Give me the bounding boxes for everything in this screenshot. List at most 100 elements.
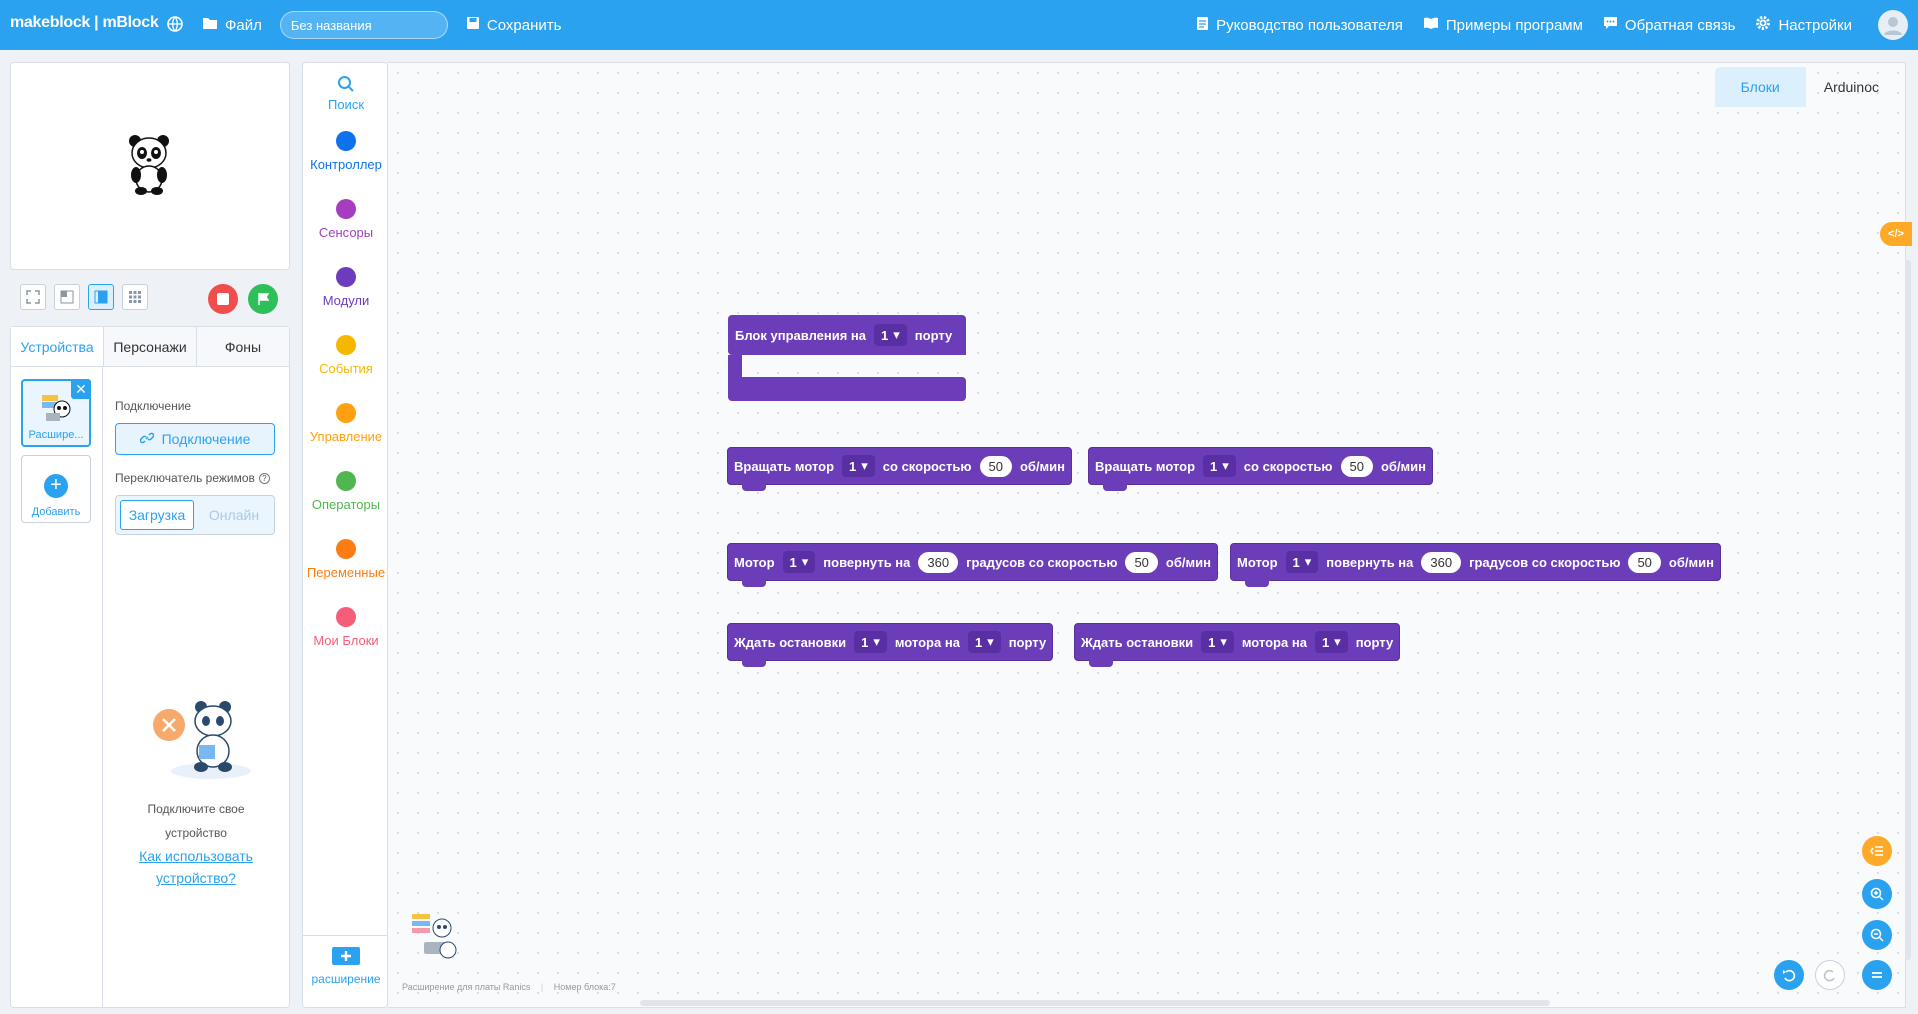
clean-up-button[interactable] — [1862, 836, 1892, 866]
port-dropdown[interactable]: 1▾ — [1314, 631, 1348, 653]
category-label: Переменные — [306, 565, 386, 580]
motor-value: 1 — [1208, 634, 1216, 650]
how-to-use-link[interactable]: Как использовать — [139, 848, 253, 864]
rotate-motor-block[interactable]: Вращать мотор 1▾ со скоростью 50 об/мин — [1088, 447, 1434, 491]
undo-button[interactable] — [1774, 960, 1804, 990]
category-dot-icon — [336, 539, 356, 559]
settings-menu[interactable]: Настройки — [1755, 15, 1852, 35]
category-modules[interactable]: Модули — [303, 267, 389, 308]
port-value: 1 — [1321, 634, 1330, 650]
tab-blocks[interactable]: Блоки — [1714, 67, 1806, 107]
tab-sprites[interactable]: Персонажи — [104, 327, 197, 366]
help-icon[interactable]: ? — [258, 472, 270, 484]
chat-bubble-icon — [1603, 16, 1618, 34]
speed-input[interactable]: 50 — [1125, 551, 1158, 573]
folder-icon — [202, 16, 218, 34]
upload-mode-toggle[interactable]: Загрузка — [120, 500, 194, 530]
device-card[interactable]: ✕ Расшире... — [21, 379, 91, 447]
port-value: 1 — [974, 634, 983, 650]
turn-motor-block[interactable]: Мотор 1▾ повернуть на 360 градусов со ск… — [1230, 543, 1721, 587]
degrees-input[interactable]: 360 — [1421, 551, 1462, 573]
device-panel-tabs: Устройства Персонажи Фоны — [11, 327, 289, 367]
close-icon[interactable]: ✕ — [71, 379, 91, 399]
category-controller[interactable]: Контроллер — [303, 131, 389, 172]
tab-arduino-code[interactable]: Arduinoc — [1823, 79, 1879, 95]
motor-dropdown[interactable]: 1▾ — [1201, 631, 1234, 653]
mode-switch-row: Переключатель режимов ? — [115, 471, 277, 485]
add-device-button[interactable]: + Добавить — [21, 455, 91, 523]
extension-button[interactable]: расширение — [303, 935, 389, 1007]
language-globe-icon[interactable] — [166, 15, 184, 36]
tab-devices[interactable]: Устройства — [11, 327, 104, 366]
horizontal-scrollbar[interactable] — [640, 1000, 1550, 1006]
connect-hint: Подключите свое устройство Как использов… — [115, 797, 277, 889]
zoom-out-icon — [1870, 928, 1884, 942]
motor-dropdown[interactable]: 1▾ — [1285, 551, 1319, 573]
stop-button[interactable] — [208, 284, 238, 314]
motor-dropdown[interactable]: 1▾ — [854, 631, 887, 653]
tab-backdrops[interactable]: Фоны — [197, 327, 289, 366]
category-dot-icon — [336, 131, 356, 151]
live-mode-toggle[interactable]: Онлайн — [208, 507, 260, 523]
vertical-scrollbar[interactable] — [1905, 260, 1911, 960]
feedback-link[interactable]: Обратная связь — [1603, 16, 1735, 34]
top-bar: makeblock | mBlock Файл Сохранить Руково… — [0, 0, 1918, 50]
add-device-label: Добавить — [31, 506, 81, 518]
category-my-blocks[interactable]: Мои Блоки — [303, 607, 389, 648]
motor-dropdown[interactable]: 1▾ — [1203, 455, 1236, 477]
project-name-input[interactable] — [279, 11, 448, 39]
grid-view-button[interactable] — [122, 284, 148, 310]
examples-link[interactable]: Примеры программ — [1423, 16, 1583, 34]
block-text: порту — [1008, 634, 1047, 650]
turn-motor-block[interactable]: Мотор 1▾ повернуть на 360 градусов со ск… — [727, 543, 1218, 587]
zoom-reset-button[interactable] — [1862, 960, 1892, 990]
block-text: мотора на — [1241, 634, 1307, 650]
code-view-toggle[interactable]: </> — [1880, 222, 1912, 246]
speed-input[interactable]: 50 — [1340, 455, 1373, 477]
category-label: Управление — [309, 429, 383, 444]
small-stage-button[interactable] — [54, 284, 80, 310]
green-flag-button[interactable] — [248, 284, 278, 314]
normal-stage-button[interactable] — [88, 284, 114, 310]
block-text: градусов со скоростью — [966, 554, 1118, 570]
rotate-motor-block[interactable]: Вращать мотор 1▾ со скоростью 50 об/мин — [727, 447, 1073, 491]
connect-button[interactable]: Подключение — [115, 423, 275, 455]
connect-button-label: Подключение — [161, 431, 251, 447]
gear-icon — [1755, 15, 1771, 35]
redo-button[interactable] — [1815, 960, 1845, 990]
degrees-input[interactable]: 360 — [918, 551, 959, 573]
user-avatar[interactable] — [1878, 10, 1908, 40]
zoom-out-button[interactable] — [1862, 920, 1892, 950]
category-sensors[interactable]: Сенсоры — [303, 199, 389, 240]
file-menu[interactable]: Файл — [202, 16, 262, 34]
fullscreen-button[interactable] — [20, 284, 46, 310]
port-dropdown[interactable]: 1▾ — [874, 324, 907, 346]
how-to-use-link-device[interactable]: устройство? — [156, 870, 236, 886]
zoom-in-button[interactable] — [1862, 879, 1892, 909]
speed-input[interactable]: 50 — [1628, 551, 1661, 573]
category-control[interactable]: Управление — [303, 403, 389, 444]
motor-value: 1 — [1210, 458, 1218, 474]
palette-search[interactable]: Поиск — [303, 75, 389, 112]
category-dot-icon — [336, 267, 356, 287]
category-label: События — [319, 361, 373, 376]
wait-motor-stop-block[interactable]: Ждать остановки 1▾ мотора на 1▾ порту — [1074, 623, 1401, 667]
add-extension-icon — [332, 947, 360, 965]
script-workspace[interactable]: Блоки Arduinoc — [388, 62, 1906, 1008]
speed-input[interactable]: 50 — [979, 455, 1012, 477]
save-button[interactable]: Сохранить — [466, 16, 561, 34]
user-guide-link[interactable]: Руководство пользователя — [1196, 16, 1403, 35]
sprite-device-panel: Устройства Персонажи Фоны ✕ Расшире... +… — [10, 326, 290, 1008]
motor-dropdown[interactable]: 1▾ — [842, 455, 875, 477]
block-text: Блок управления на — [735, 327, 867, 343]
block-text: об/мин — [1380, 458, 1427, 474]
port-dropdown[interactable]: 1▾ — [967, 631, 1001, 653]
control-board-hat-block[interactable]: Блок управления на 1▾ порту — [728, 315, 966, 401]
wait-motor-stop-block[interactable]: Ждать остановки 1▾ мотора на 1▾ порту — [727, 623, 1054, 667]
category-operators[interactable]: Операторы — [303, 471, 389, 512]
category-events[interactable]: События — [303, 335, 389, 376]
motor-dropdown[interactable]: 1▾ — [782, 551, 816, 573]
category-variables[interactable]: Переменные — [303, 539, 389, 580]
zoom-in-icon — [1870, 887, 1884, 901]
